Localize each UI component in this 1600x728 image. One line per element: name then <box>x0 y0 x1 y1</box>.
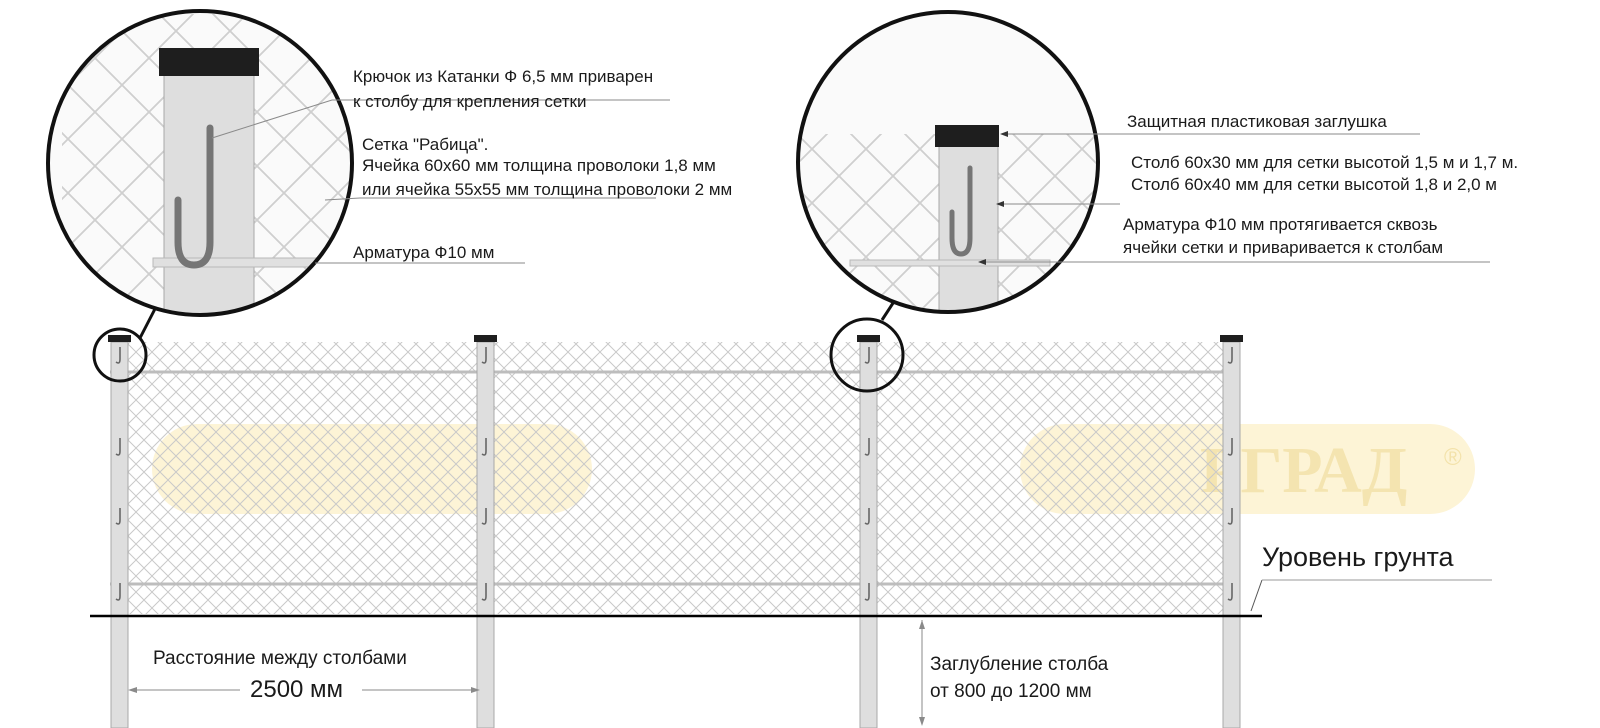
zoom-right-cap <box>935 125 999 147</box>
post-2 <box>474 335 497 728</box>
zoom-marker-left <box>92 327 148 383</box>
cap-caption: Защитная пластиковая заглушка <box>1127 112 1387 131</box>
depth-arrow-bottom <box>919 717 925 726</box>
spacing-value: 2500 мм <box>250 676 343 703</box>
zoom-marker-right <box>829 317 905 393</box>
zoom-detail-right <box>796 10 1100 314</box>
mesh-leader <box>324 197 656 201</box>
mesh-caption-line2: Ячейка 60x60 мм толщина проволоки 1,8 мм <box>362 156 716 175</box>
posts <box>108 335 1243 728</box>
post-caption-line2: Столб 60x40 мм для сетки высотой 1,8 и 2… <box>1131 175 1497 194</box>
post-arrow <box>996 201 1004 207</box>
post-4-cap <box>1220 335 1243 342</box>
depth-caption-line1: Заглубление столба <box>930 654 1109 675</box>
mesh-caption-line1: Сетка "Рабица". <box>362 135 488 154</box>
callout-leaders-left <box>211 99 670 264</box>
spacing-arrow-left <box>128 687 137 693</box>
rebar-right-caption-line1: Арматура Ф10 мм протягивается сквозь <box>1123 215 1438 234</box>
spacing-arrow-right <box>471 687 480 693</box>
depth-dimension <box>919 620 925 726</box>
ground-label: Уровень грунта <box>1262 542 1455 572</box>
hook-caption-line2: к столбу для крепления сетки <box>353 92 586 111</box>
callout-leaders-right <box>978 131 1490 265</box>
post-1 <box>108 335 131 728</box>
mesh-caption-line3: или ячейка 55x55 мм толщина проволоки 2 … <box>362 180 732 199</box>
rebars <box>110 370 1232 586</box>
post-4 <box>1220 335 1243 728</box>
mesh-panel <box>116 342 1236 614</box>
zoom-left-hook <box>174 124 214 269</box>
spacing-label: Расстояние между столбами <box>153 648 407 669</box>
rebar-right-arrow <box>978 259 986 265</box>
cap-arrow <box>1000 131 1008 137</box>
zoom-left-rebar <box>152 257 352 268</box>
post-1-cap <box>108 335 131 342</box>
hook-leader <box>211 99 670 139</box>
fence-mesh <box>116 342 1236 614</box>
spacing-dimension <box>128 687 480 693</box>
post-2-cap <box>474 335 497 342</box>
rebar-right-caption-line2: ячейки сетки и приваривается к столбам <box>1123 238 1443 257</box>
depth-caption-line2: от 800 до 1200 мм <box>930 681 1092 702</box>
post-3-cap <box>857 335 880 342</box>
zoom-detail-left <box>46 9 354 317</box>
post-3 <box>857 335 880 728</box>
ground-label-leader <box>1250 579 1263 612</box>
zoom-right-hook <box>949 165 973 257</box>
zoom-left-cap <box>159 48 259 76</box>
zoom-right-rebar <box>849 259 1051 267</box>
zoom-connector-left <box>138 304 159 339</box>
post-caption-line1: Столб 60x30 мм для сетки высотой 1,5 м и… <box>1131 153 1518 172</box>
hook-caption-line1: Крючок из Катанки Ф 6,5 мм приварен <box>353 67 653 86</box>
post-1-hook <box>115 347 121 364</box>
rebar-left-caption: Арматура Ф10 мм <box>353 243 494 262</box>
watermark-registered: ® <box>1444 444 1462 471</box>
depth-arrow-top <box>919 620 925 629</box>
